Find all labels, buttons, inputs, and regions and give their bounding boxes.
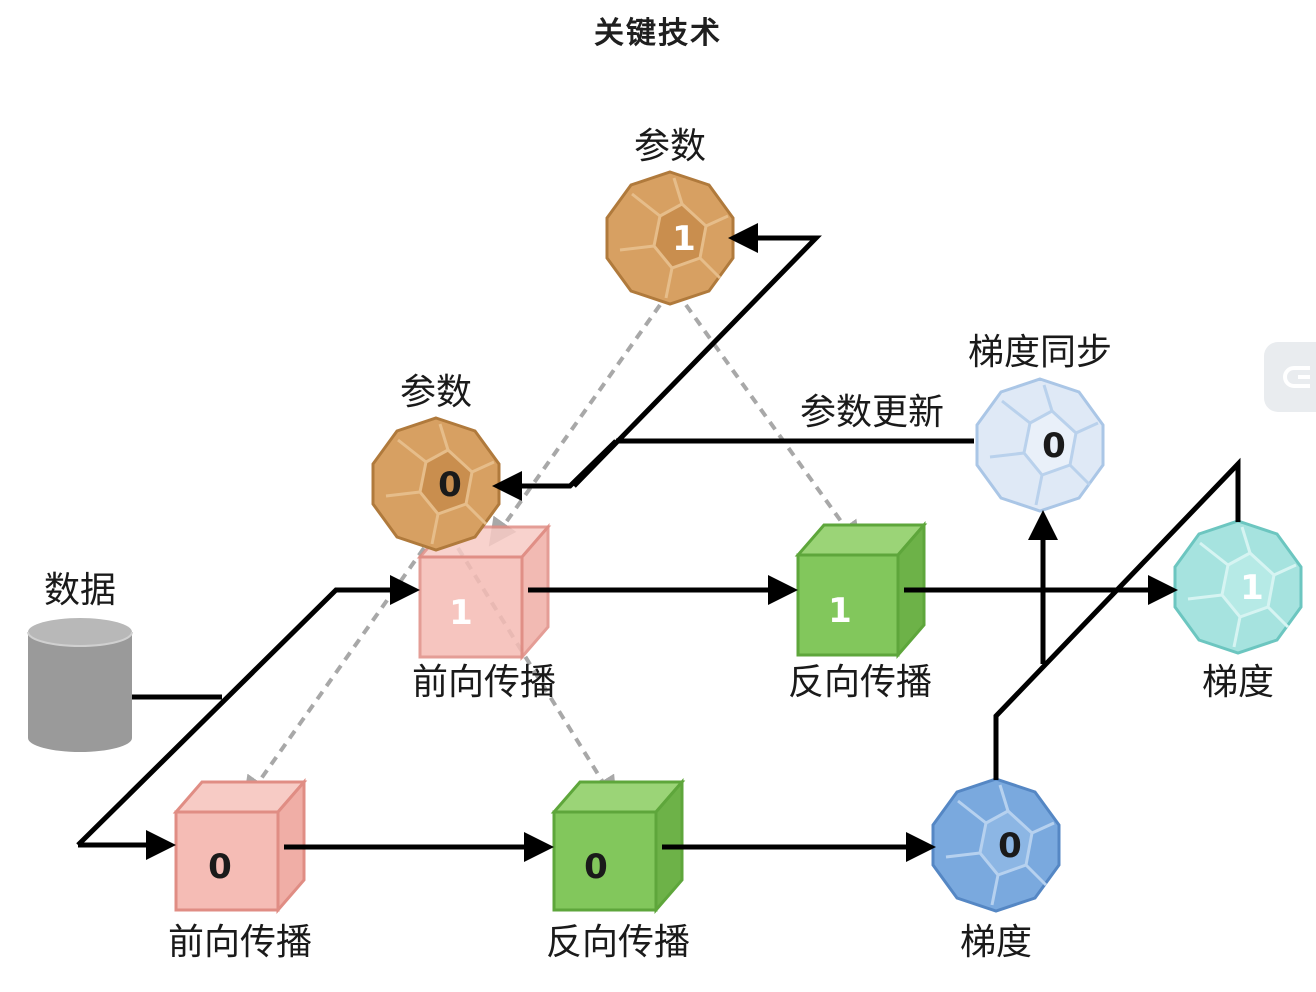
- grad1-label: 梯度: [1202, 662, 1274, 703]
- backward0-value: 0: [584, 847, 608, 887]
- param1-value: 1: [672, 219, 696, 259]
- param1-label: 参数: [634, 126, 706, 167]
- arrow-update-to-param0: [492, 439, 618, 501]
- forward1-label: 前向传播: [412, 662, 556, 703]
- forward-cube-0: 0: [172, 777, 308, 915]
- grad-sync-dodecahedron: [975, 377, 1105, 513]
- forward1-value: 1: [449, 593, 473, 633]
- dashed-arrow-param1-to-forward1: [488, 303, 662, 547]
- forward-cube-1: 1: [416, 522, 552, 662]
- param1-dodecahedron: [605, 170, 735, 306]
- grad1-dodecahedron: [1173, 519, 1303, 655]
- forward0-label: 前向传播: [168, 922, 312, 963]
- arrow-update-to-param1: [572, 223, 822, 488]
- dashed-arrows: [242, 303, 862, 805]
- param0-dodecahedron: [371, 416, 501, 552]
- flow-arrows: [76, 223, 1241, 862]
- grad0-value: 0: [998, 826, 1022, 866]
- page-title: 关键技术: [594, 16, 722, 51]
- grad-sync-value: 0: [1042, 426, 1066, 466]
- side-collapse-tab[interactable]: [1264, 342, 1316, 412]
- arrow-grad0-to-sync-path: [993, 457, 1241, 780]
- grad0-label: 梯度: [960, 922, 1032, 963]
- collapse-tab-icon: [1283, 366, 1310, 388]
- param0-value: 0: [438, 465, 462, 505]
- grad-sync-label: 梯度同步: [968, 332, 1112, 373]
- dashed-arrow-param0-to-forward0: [242, 546, 426, 805]
- backward1-label: 反向传播: [788, 662, 932, 703]
- backward-cube-0: 0: [550, 777, 686, 915]
- arrow-split-to-forward1: [76, 575, 420, 847]
- backward0-label: 反向传播: [546, 922, 690, 963]
- param-update-label: 参数更新: [800, 392, 944, 433]
- data-label: 数据: [44, 570, 116, 611]
- grad1-value: 1: [1240, 568, 1264, 608]
- grad0-dodecahedron: [931, 777, 1061, 913]
- data-store: [27, 618, 133, 752]
- param0-label: 参数: [400, 372, 472, 413]
- backward1-value: 1: [828, 591, 852, 631]
- forward0-value: 0: [208, 847, 232, 887]
